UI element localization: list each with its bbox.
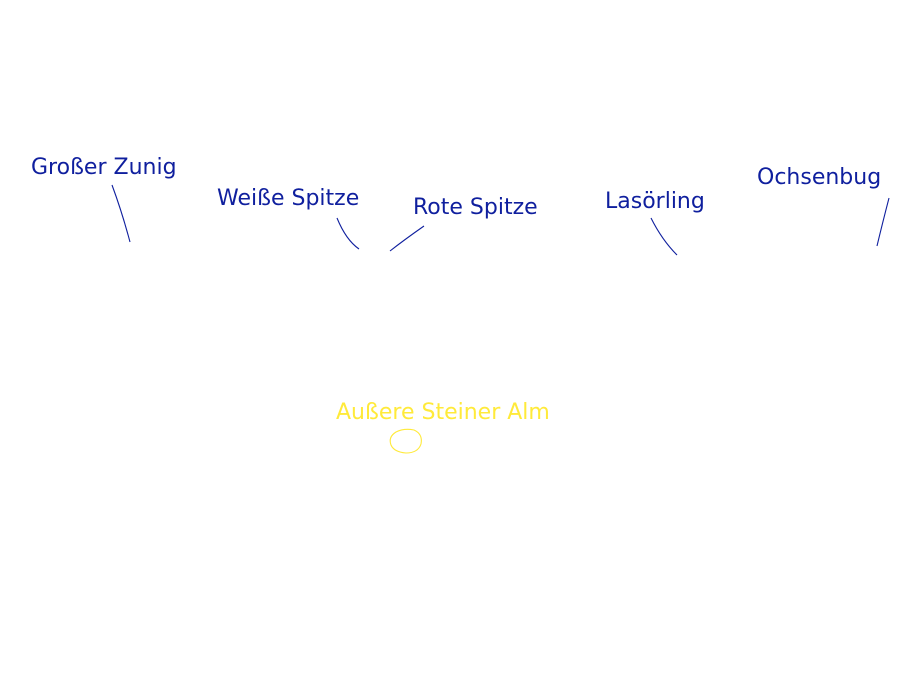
peak-label-grosser-zunig: Großer Zunig — [31, 155, 177, 180]
peak-label-rote-spitze: Rote Spitze — [413, 195, 538, 220]
leader-line-ochsenbug — [876, 197, 890, 247]
leader-line-rote-spitze — [389, 225, 425, 252]
peak-label-lasoerling: Lasörling — [605, 189, 705, 214]
peak-label-weisse-spitze: Weiße Spitze — [217, 186, 360, 211]
leader-line-lasoerling — [650, 217, 678, 256]
leader-line-weisse-spitze — [336, 217, 360, 250]
peak-label-ochsenbug: Ochsenbug — [757, 165, 882, 190]
location-circle-icon — [389, 428, 422, 454]
place-label-aeussere-steiner-alm: Außere Steiner Alm — [336, 400, 550, 425]
leader-line-grosser-zunig — [111, 184, 131, 243]
